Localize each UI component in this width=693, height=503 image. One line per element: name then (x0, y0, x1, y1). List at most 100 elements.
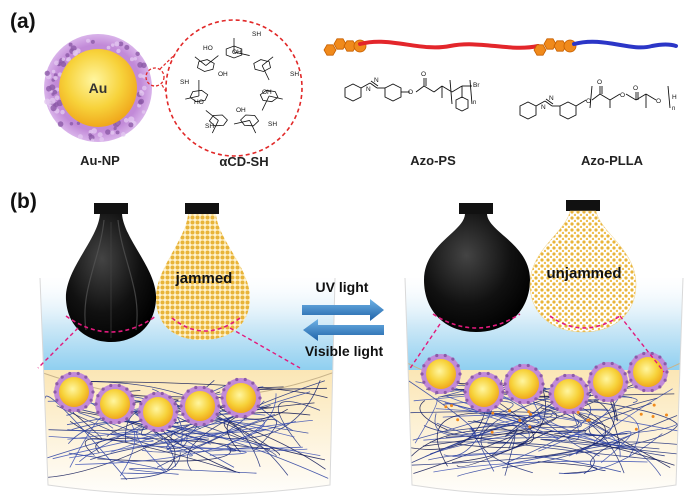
uv-light-arrow: UV light (302, 279, 384, 321)
ligand-dot (51, 69, 56, 74)
gold-core (59, 377, 89, 407)
ligand-dot (501, 390, 505, 394)
ligand-dot (465, 382, 469, 386)
cd-sh-4: SH (205, 123, 214, 130)
polymer-fiber (457, 442, 620, 477)
ligand-dot (139, 418, 143, 422)
ligand-dot (478, 371, 482, 376)
unjammed-label: unjammed (546, 265, 621, 282)
free-azo-dot (490, 430, 494, 434)
ligand-dot (138, 73, 143, 79)
polymer-fiber (428, 453, 621, 473)
free-azo-dot (456, 418, 460, 422)
zoom-line-left (37, 327, 79, 369)
plla-o5: O (656, 98, 661, 105)
substituent-bond (194, 56, 207, 66)
ligand-dot (618, 365, 622, 369)
ligand-dot (68, 42, 73, 47)
gold-core (226, 383, 256, 413)
ligand-dot (458, 372, 462, 376)
polymer-fiber (504, 392, 567, 437)
ligand-dot (109, 420, 113, 425)
ligand-dot (456, 380, 460, 384)
polymer-fiber (558, 433, 663, 474)
au-nanoparticle (463, 371, 505, 413)
azo-hexagon (333, 38, 347, 50)
polymer-fiber (128, 468, 257, 475)
ligand-dot (420, 372, 424, 376)
glycosidic-bond (261, 65, 270, 81)
free-azo-dot (664, 413, 668, 417)
ligand-dot (181, 412, 185, 416)
ligand-dot (186, 419, 190, 423)
ligand-dot (539, 374, 543, 378)
polymer-fiber (578, 412, 671, 468)
glucose-unit (208, 114, 228, 127)
substituent-bond (185, 95, 199, 100)
gold-core (593, 367, 623, 397)
ligand-dot (152, 428, 156, 433)
ligand-dot (555, 377, 559, 381)
ligand-dot (175, 410, 179, 414)
plla-chain (572, 39, 678, 50)
needle-tip (566, 200, 600, 211)
ligand-dot (65, 53, 70, 58)
polymer-fiber (69, 420, 313, 459)
polymer-fiber (414, 400, 438, 444)
ligand-dot (54, 95, 60, 101)
ligand-dot (435, 353, 439, 358)
ligand-dot (141, 110, 146, 114)
ligand-dot (463, 390, 467, 394)
free-azo-dot (450, 404, 454, 408)
polymer-fiber (473, 420, 528, 444)
zoom-line-right (619, 315, 665, 373)
ligand-dot (534, 367, 538, 371)
ligand-dot (138, 99, 143, 105)
ligand-dot (89, 382, 93, 386)
panel-b-label: (b) (10, 190, 37, 213)
ligand-dot (478, 408, 482, 413)
ligand-dot (222, 404, 226, 408)
ligand-dot (427, 357, 431, 361)
ligand-dot (125, 387, 129, 391)
azo-plla-caption: Azo-PLLA (581, 153, 644, 168)
ligand-dot (55, 382, 59, 386)
ligand-dot (181, 396, 185, 400)
ligand-dot (505, 374, 509, 378)
ligand-dot (634, 385, 638, 389)
azo-head-bead (563, 39, 577, 53)
ligand-dot (94, 402, 98, 406)
ligand-dot (243, 414, 247, 419)
left-gold-droplet: jammed (156, 203, 250, 340)
ligand-dot (563, 410, 567, 415)
ligand-dot (194, 385, 198, 390)
au-nanoparticle (53, 371, 95, 413)
ligand-dot (135, 51, 140, 57)
polymer-fiber (436, 412, 526, 467)
ligand-dot (579, 377, 583, 381)
ligand-dot (235, 414, 239, 419)
ligand-dot (589, 372, 593, 376)
ligand-dot (618, 395, 622, 399)
azo-hexagon (553, 40, 567, 52)
ligand-dot (499, 398, 503, 402)
gold-core (59, 49, 137, 127)
ligand-dot (76, 371, 80, 376)
au-nanoparticle (548, 373, 590, 415)
ligand-dot (90, 39, 95, 44)
ligand-dot (84, 375, 88, 379)
cd-oh-2: OH (262, 89, 272, 96)
polymer-fiber (585, 400, 680, 427)
azo-ps-caption: Azo-PS (410, 153, 456, 168)
ps-carbonyl-o: O (421, 71, 426, 78)
ligand-dot (634, 355, 638, 359)
polymer-fiber (451, 378, 547, 463)
right-gold-droplet: unjammed (529, 200, 637, 333)
au-nanoparticle (94, 383, 136, 425)
ligand-dot (60, 109, 65, 115)
ligand-dot (642, 388, 646, 393)
ligand-dot (526, 400, 530, 405)
ligand-dot (90, 138, 95, 142)
ligand-dot (658, 385, 662, 389)
